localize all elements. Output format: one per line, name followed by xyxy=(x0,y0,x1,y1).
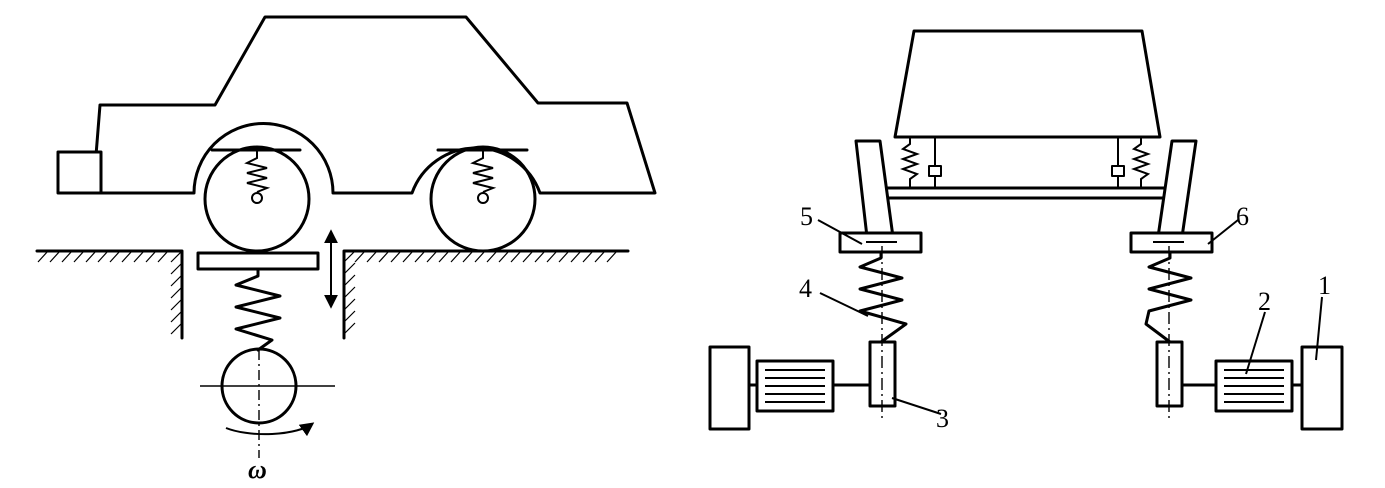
leader-lines xyxy=(817,219,1323,415)
right-actuator xyxy=(1129,231,1344,431)
callout-3: 3 xyxy=(936,404,949,433)
right-body-spring-icon xyxy=(1131,137,1151,188)
callout-1: 1 xyxy=(1318,271,1331,300)
left-tire xyxy=(854,139,895,239)
rotation-arrow-icon xyxy=(225,422,315,437)
front-wheel xyxy=(203,145,311,253)
rear-wheel xyxy=(429,145,537,253)
right-tire xyxy=(1156,139,1198,239)
left-base xyxy=(708,345,751,431)
right-figure: 1 2 3 4 5 6 xyxy=(708,29,1344,433)
rotation-symbol: ω xyxy=(248,455,267,484)
callout-2: 2 xyxy=(1258,287,1271,316)
callout-5: 5 xyxy=(800,202,813,231)
axle-bar xyxy=(878,186,1172,200)
car-body xyxy=(91,15,657,195)
left-figure: ω xyxy=(35,15,657,484)
right-base xyxy=(1300,345,1344,431)
callout-4: 4 xyxy=(799,274,812,303)
callout-6: 6 xyxy=(1236,202,1249,231)
left-spring-icon xyxy=(858,250,908,344)
vehicle-body xyxy=(893,29,1162,139)
front-suspension-spring-icon xyxy=(244,150,271,193)
eccentric-wheel xyxy=(200,347,335,458)
ground-left xyxy=(35,249,184,340)
vibration-plate xyxy=(196,251,320,271)
right-damper-icon xyxy=(1111,137,1125,188)
exciter-spring-icon xyxy=(234,267,282,352)
left-body-spring-icon xyxy=(900,137,920,188)
left-actuator xyxy=(708,231,923,431)
ground-right xyxy=(342,249,630,340)
left-damper-icon xyxy=(928,137,942,188)
car-front-lamp xyxy=(56,150,103,195)
rear-suspension-spring-icon xyxy=(470,150,497,193)
right-spring-icon xyxy=(1144,250,1193,344)
